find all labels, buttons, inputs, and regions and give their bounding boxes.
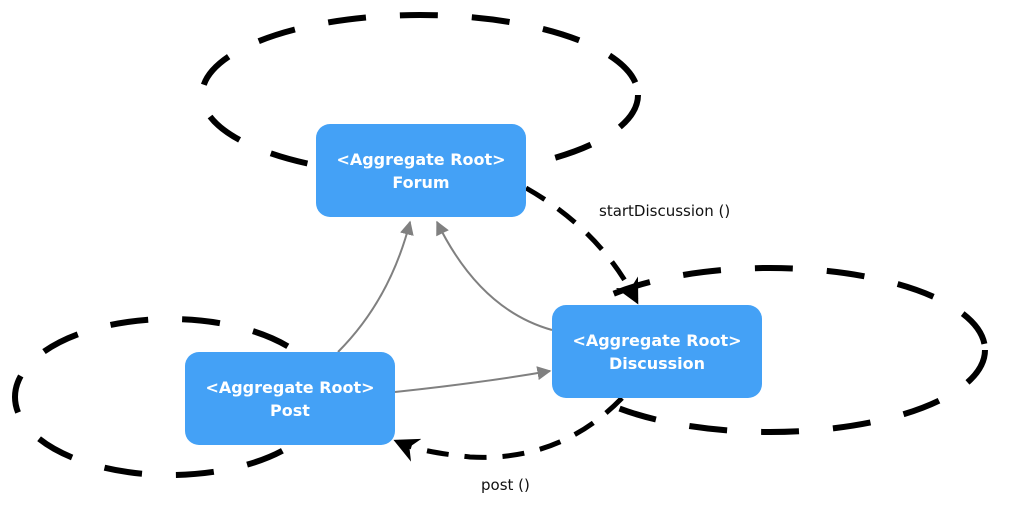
node-stereotype: <Aggregate Root> [205, 377, 375, 397]
command-arrow-post [393, 396, 624, 462]
aggregate-root-post[interactable]: <Aggregate Root> Post [185, 352, 395, 445]
aggregate-boundary-discussion [552, 265, 988, 435]
reference-arrow-post-to-discussion [394, 366, 552, 393]
node-name: Discussion [608, 353, 706, 373]
reference-arrow-discussion-to-forum [436, 220, 553, 331]
node-stereotype: <Aggregate Root> [572, 330, 742, 350]
command-arrow-start-discussion [524, 185, 639, 305]
node-stereotype: <Aggregate Root> [336, 149, 506, 169]
edge-label-post: post () [481, 476, 530, 494]
reference-arrow-post-to-forum [337, 220, 414, 353]
aggregate-root-forum[interactable]: <Aggregate Root> Forum [316, 124, 526, 217]
node-name: Post [270, 400, 310, 420]
edge-label-start-discussion: startDiscussion () [599, 202, 731, 220]
node-name: Forum [392, 172, 450, 192]
aggregate-root-discussion[interactable]: <Aggregate Root> Discussion [552, 305, 762, 398]
